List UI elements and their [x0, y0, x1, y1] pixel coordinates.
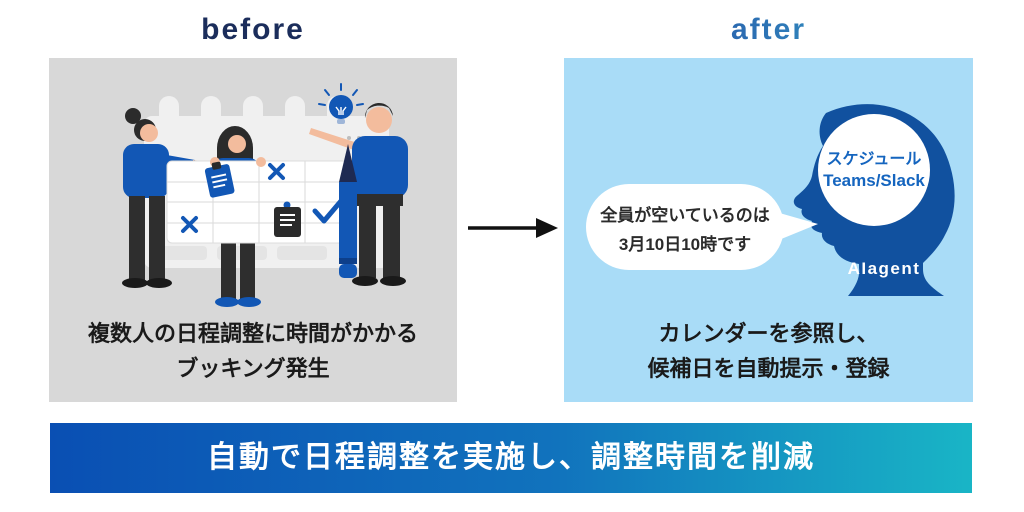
agent-label: AIagent: [848, 259, 921, 278]
after-caption: カレンダーを参照し、 候補日を自動提示・登録: [564, 316, 973, 386]
before-panel: 複数人の日程調整に時間がかかる ブッキング発生: [49, 58, 457, 402]
brain-circle-line1: スケジュール: [827, 150, 922, 168]
dark-clipboard-icon: [274, 201, 301, 237]
lightbulb-icon: [318, 83, 364, 124]
x-mark-icon: [268, 163, 285, 180]
schedule-grid-board: [166, 157, 353, 244]
speech-bubble-line2: 3月10日10時です: [619, 234, 751, 254]
summary-banner-text: 自動で日程調整を実施し、調整時間を削減: [207, 441, 815, 474]
scheduling-chaos-illustration: [122, 83, 408, 307]
brain-circle: [818, 114, 930, 226]
after-caption-line1: カレンダーを参照し、: [658, 321, 879, 346]
pencil-icon: [339, 144, 357, 278]
summary-banner: 自動で日程調整を実施し、調整時間を削減: [50, 423, 972, 493]
brain-circle-line2: Teams/Slack: [823, 171, 925, 190]
before-caption: 複数人の日程調整に時間がかかる ブッキング発生: [49, 316, 457, 386]
after-title: after: [564, 10, 973, 50]
man-figure: [309, 102, 408, 286]
before-caption-line1: 複数人の日程調整に時間がかかる: [87, 321, 418, 346]
ai-agent-illustration: スケジュール Teams/Slack AIagent 全員が空いているのは 3月…: [586, 104, 955, 296]
woman-left-figure: [122, 108, 209, 288]
arrow-right-icon: [468, 218, 558, 238]
speech-bubble: 全員が空いているのは 3月10日10時です: [586, 184, 818, 270]
blue-clipboard-icon: [204, 161, 235, 198]
check-mark-icon: [312, 198, 344, 224]
speech-bubble-line1: 全員が空いているのは: [599, 205, 770, 225]
transition-arrow: [466, 212, 560, 244]
after-caption-line2: 候補日を自動提示・登録: [647, 356, 890, 381]
before-caption-line2: ブッキング発生: [176, 356, 330, 381]
x-mark-icon: [181, 216, 198, 233]
before-title: before: [201, 13, 305, 46]
after-panel: スケジュール Teams/Slack AIagent 全員が空いているのは 3月…: [564, 58, 973, 402]
